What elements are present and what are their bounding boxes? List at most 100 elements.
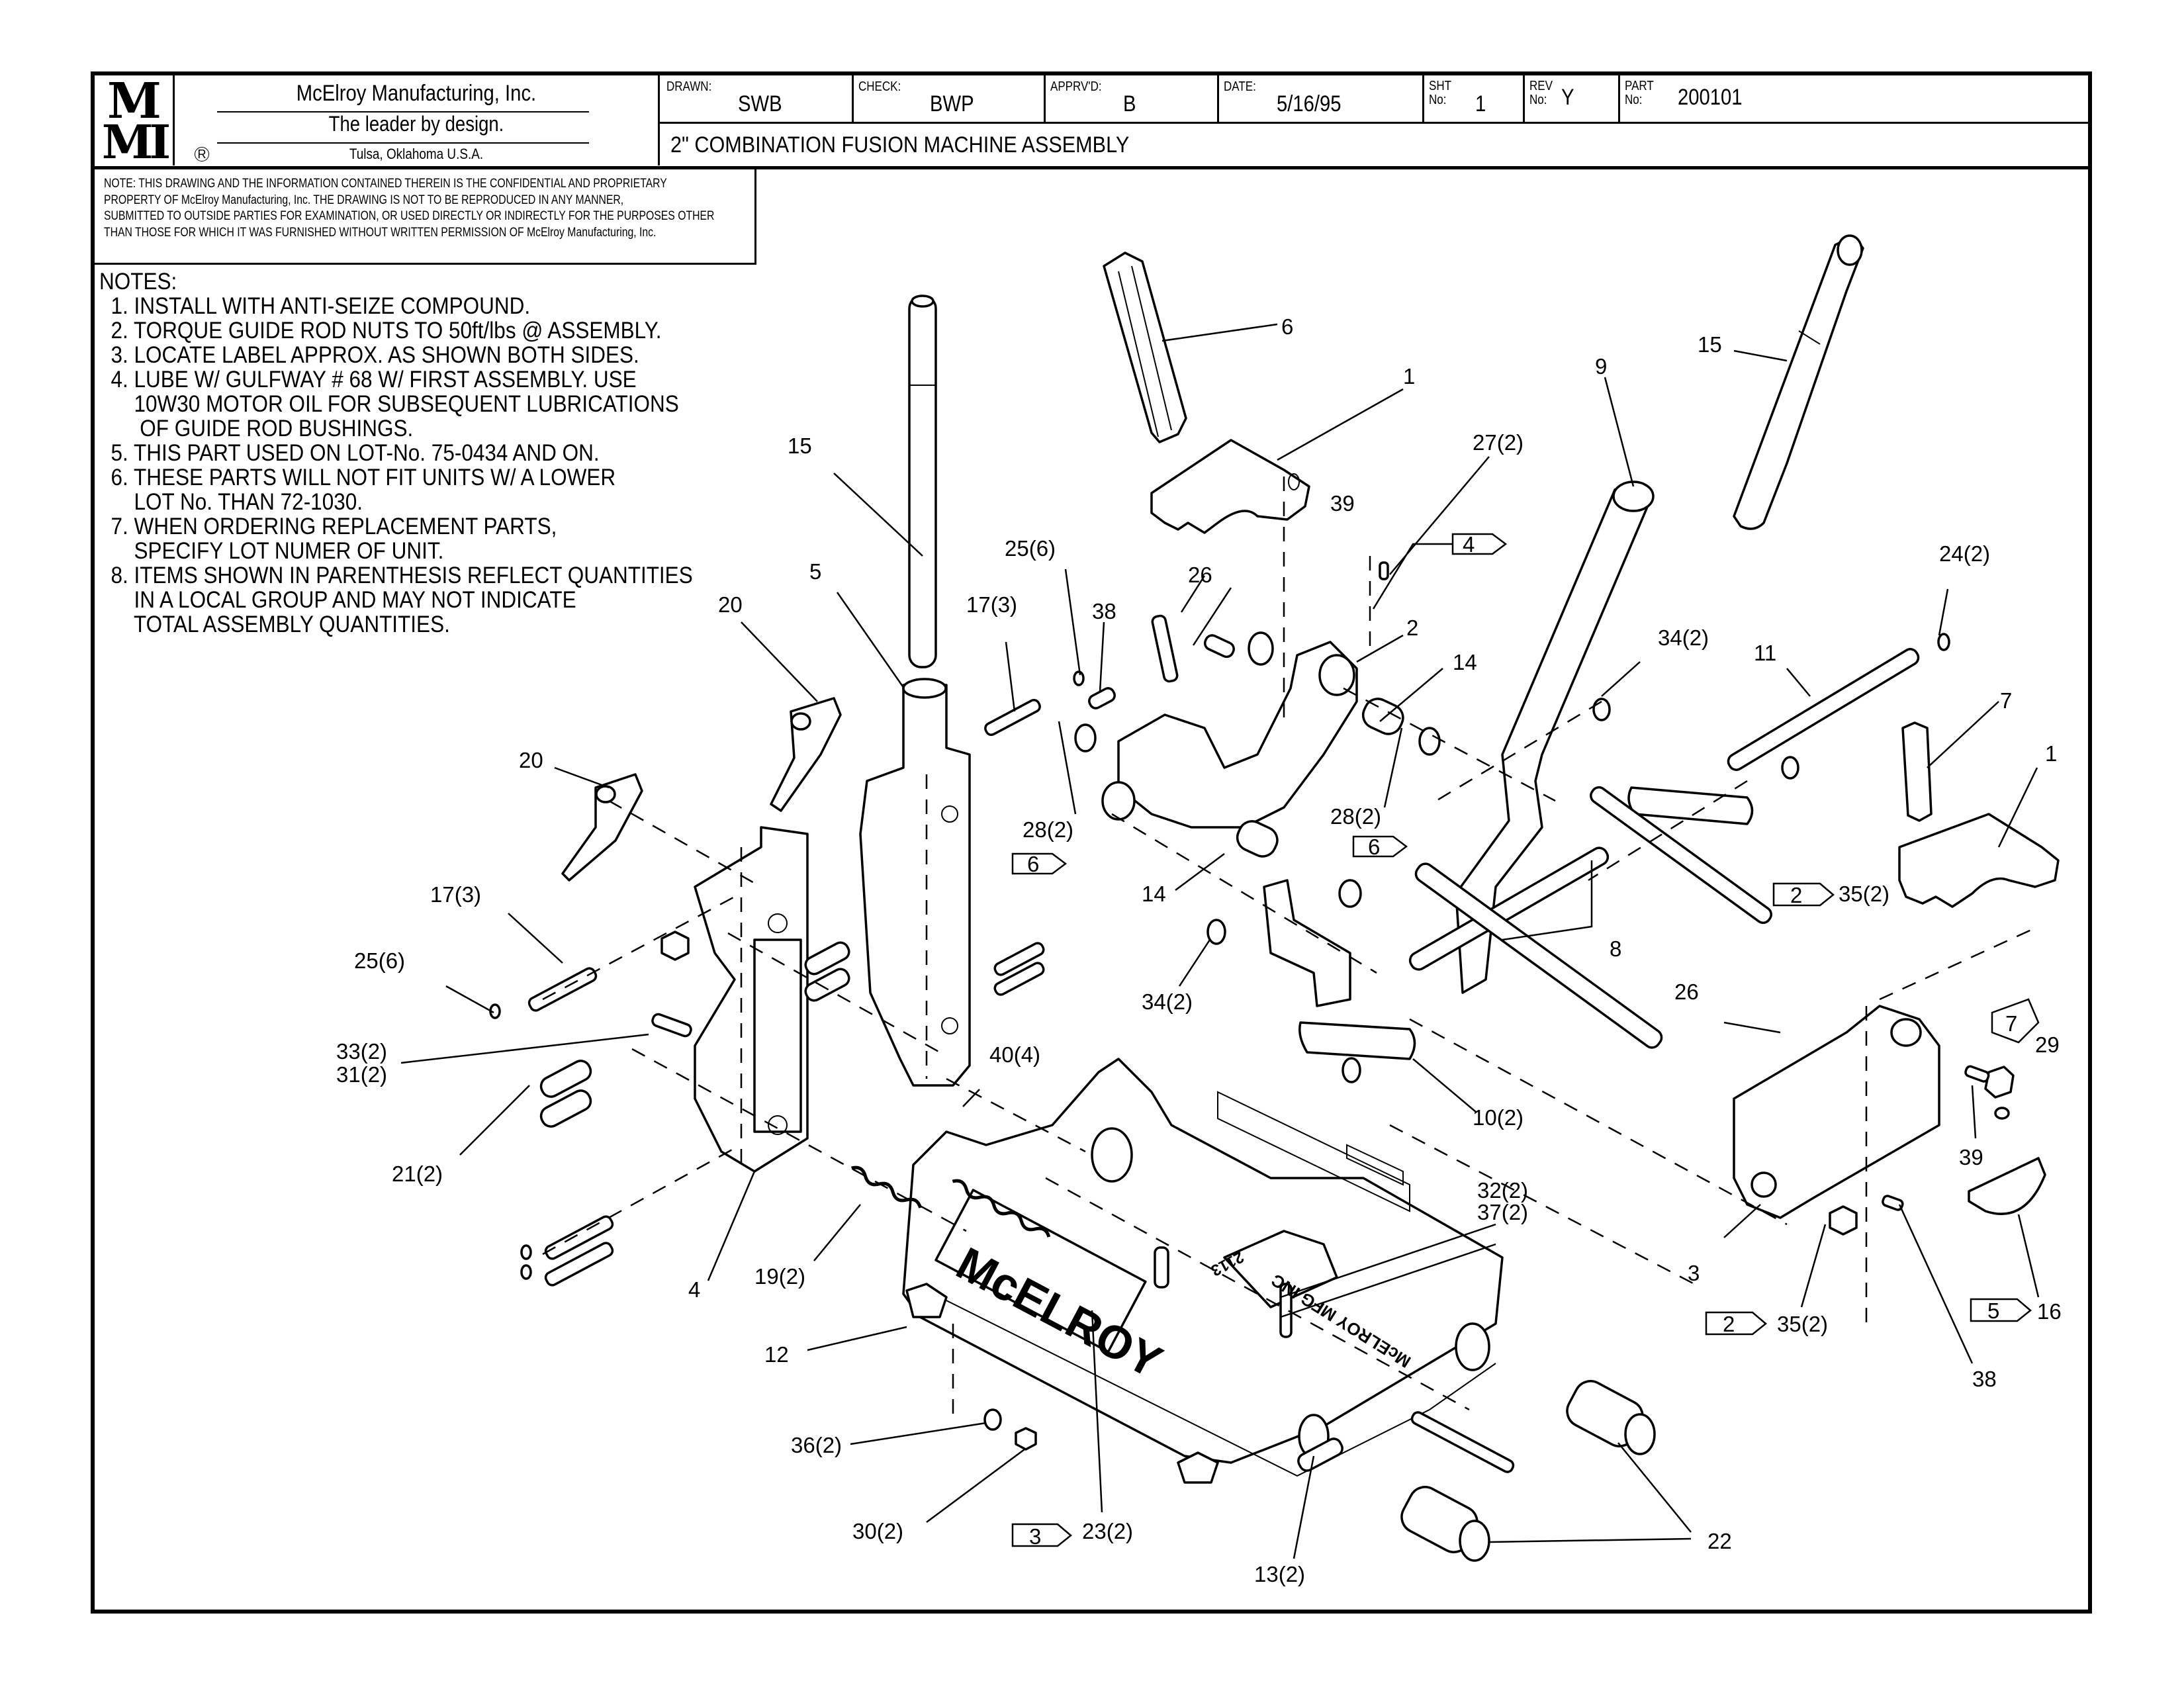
revision-value: Y — [1561, 85, 1574, 110]
callout-20-lower: 20 — [519, 748, 543, 772]
callout-3: 3 — [1688, 1261, 1700, 1285]
part-1-upper-clamp — [1150, 439, 1310, 534]
part-15-left-guide-rod — [908, 295, 937, 668]
sheet-value: 1 — [1475, 91, 1486, 116]
callout-20-upper: 20 — [718, 592, 743, 617]
date-field: DATE: 5/16/95 — [1217, 75, 1424, 122]
registered-mark-icon: R — [195, 147, 209, 161]
svg-text:4: 4 — [1463, 532, 1475, 557]
callout-28-left: 28(2) — [1023, 817, 1073, 842]
callout-14-lower: 14 — [1142, 882, 1166, 906]
callout-1-lower: 1 — [2045, 741, 2057, 766]
note-line: 6. THESE PARTS WILL NOT FIT UNITS W/ A L… — [99, 465, 616, 490]
callout-33: 33(2) — [336, 1039, 387, 1064]
note-flag-7: 7 — [1991, 998, 2040, 1044]
note-line: IN A LOCAL GROUP AND MAY NOT INDICATE — [99, 587, 576, 613]
callout-24: 24(2) — [1939, 541, 1990, 566]
company-block: McElroy Manufacturing, Inc. The leader b… — [175, 75, 660, 165]
callout-14-upper: 14 — [1453, 650, 1477, 674]
callout-2: 2 — [1406, 616, 1418, 640]
part-1-lower-clamp — [1898, 813, 2060, 908]
svg-text:3: 3 — [1029, 1524, 1041, 1549]
callout-5: 5 — [809, 559, 821, 584]
note-line: 1. INSTALL WITH ANTI-SEIZE COMPOUND. — [99, 293, 531, 319]
callout-27: 27(2) — [1473, 430, 1524, 455]
callout-35-upper: 35(2) — [1839, 882, 1889, 906]
svg-text:2: 2 — [1723, 1312, 1735, 1336]
part-11-shaft — [1727, 633, 1950, 771]
callout-13: 13(2) — [1254, 1562, 1305, 1586]
note-flag-3: 3 — [1011, 1523, 1072, 1549]
drawn-field: DRAWN: SWB — [660, 75, 854, 122]
callout-30: 30(2) — [852, 1519, 903, 1543]
note-line: TOTAL ASSEMBLY QUANTITIES. — [99, 612, 450, 637]
callout-34-lower: 34(2) — [1142, 989, 1193, 1014]
part-6-hex-bar — [1103, 251, 1187, 443]
callout-35-lower: 35(2) — [1777, 1312, 1828, 1336]
svg-text:6: 6 — [1027, 852, 1039, 876]
callout-25-lower: 25(6) — [354, 948, 405, 973]
company-location: Tulsa, Oklahoma U.S.A. — [349, 146, 484, 162]
callout-39-lower: 39 — [1959, 1145, 1983, 1169]
leader-lines — [400, 323, 2040, 1559]
callout-23: 23(2) — [1082, 1519, 1133, 1543]
callout-28-right: 28(2) — [1330, 804, 1381, 829]
note-line: 3. LOCATE LABEL APPROX. AS SHOWN BOTH SI… — [99, 342, 639, 368]
note-line: 7. WHEN ORDERING REPLACEMENT PARTS, — [99, 514, 557, 539]
callout-15-right: 15 — [1698, 332, 1722, 357]
callout-16: 16 — [2037, 1299, 2062, 1324]
note-flag-6-left: 6 — [1011, 852, 1068, 876]
label-3-placement — [1217, 1091, 1410, 1212]
callout-8: 8 — [1610, 936, 1621, 961]
left-pins-group — [489, 670, 1116, 1287]
callout-37: 37(2) — [1477, 1200, 1528, 1224]
callout-26-upper: 26 — [1188, 563, 1212, 587]
part-2-carriage — [1074, 561, 1441, 908]
note-line: 10W30 MOTOR OIL FOR SUBSEQUENT LUBRICATI… — [99, 391, 679, 417]
callout-34-upper: 34(2) — [1658, 625, 1709, 650]
part-5-vertical-slide — [859, 678, 971, 1087]
part-15-right-guide-rod — [1733, 234, 1864, 530]
part-7-hex-bar — [1901, 721, 1933, 822]
callout-17-lower: 17(3) — [430, 882, 481, 907]
callout-11: 11 — [1754, 641, 1776, 665]
title-block: M MI McElroy Manufacturing, Inc. The lea… — [91, 71, 2092, 169]
title-fields: DRAWN: SWB CHECK: BWP APPRV'D: B DATE: 5… — [660, 75, 2088, 124]
company-slogan: The leader by design. — [328, 112, 504, 136]
drawing-title: 2" COMBINATION FUSION MACHINE ASSEMBLY — [670, 132, 1130, 158]
callout-4: 4 — [688, 1277, 700, 1302]
callout-26-lower: 26 — [1674, 980, 1699, 1004]
note-flag-6-right: 6 — [1352, 835, 1408, 859]
part-22-knobs — [1400, 1380, 1656, 1562]
callout-labels: 6 1 27(2) 9 15 24(2) 15 39 26 2 14 34(2)… — [336, 314, 2062, 1586]
assembly-notes: NOTES: 1. INSTALL WITH ANTI-SEIZE COMPOU… — [99, 269, 758, 637]
company-name: McElroy Manufacturing, Inc. — [296, 81, 537, 106]
callout-12: 12 — [764, 1342, 789, 1367]
callout-9: 9 — [1595, 354, 1607, 379]
note-line: 8. ITEMS SHOWN IN PARENTHESIS REFLECT QU… — [99, 563, 693, 588]
callout-21: 21(2) — [392, 1162, 443, 1186]
callout-22: 22 — [1707, 1529, 1732, 1553]
drawn-value: SWB — [738, 91, 782, 116]
note-flag-4: 4 — [1372, 532, 1508, 610]
callout-15-left: 15 — [788, 433, 812, 458]
callout-17-upper: 17(3) — [966, 592, 1017, 617]
callout-32: 32(2) — [1477, 1178, 1528, 1203]
callout-29: 29 — [2035, 1032, 2060, 1057]
svg-text:2: 2 — [1790, 883, 1802, 907]
callout-40: 40(4) — [989, 1042, 1040, 1067]
callout-39-upper: 39 — [1330, 491, 1355, 516]
part-8-guide-rods — [1408, 786, 1772, 1049]
part-4-side-plate — [694, 826, 809, 1173]
callout-6: 6 — [1281, 314, 1293, 339]
svg-text:7: 7 — [2005, 1011, 2017, 1036]
note-line: SPECIFY LOT NUMER OF UNIT. — [99, 538, 444, 564]
note-line: 2. TORQUE GUIDE ROD NUTS TO 50ft/lbs @ A… — [99, 318, 662, 343]
callout-38-upper: 38 — [1092, 599, 1116, 623]
parts-30-36-nuts — [983, 1408, 1037, 1451]
callout-1-upper: 1 — [1403, 364, 1415, 388]
approved-value: B — [1123, 91, 1136, 116]
